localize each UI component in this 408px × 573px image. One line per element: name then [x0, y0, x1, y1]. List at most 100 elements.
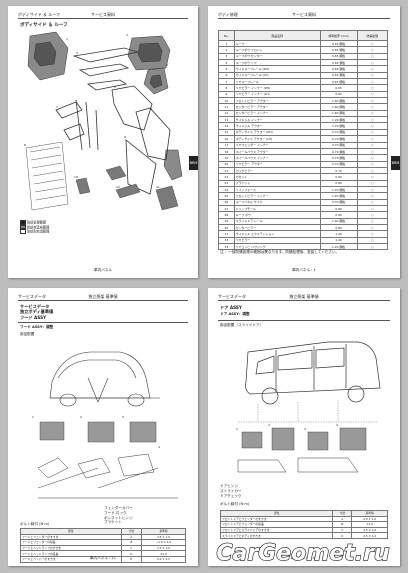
table-cell: ○	[356, 90, 388, 99]
header-rule	[218, 18, 390, 19]
table-cell: ○	[356, 71, 388, 80]
page-header-center: 独立懸架 基準値	[289, 294, 319, 299]
section-label: 部品配置	[20, 332, 35, 336]
page-header-center: サービス資料	[292, 12, 316, 17]
subtitle: ドア ASSY：調整	[220, 312, 250, 316]
page-header-left: ボディサイド ＆ ルーフ	[18, 12, 61, 17]
watermark-text: CarGeomet.ru	[216, 541, 389, 566]
page-header-left: ボディ修理	[218, 12, 238, 17]
table-cell: 0.65 鋼板	[319, 78, 358, 86]
page-header-center: 独立懸架 基準値	[88, 294, 118, 299]
svg-text:1: 1	[236, 427, 238, 431]
page-footer: 車内パネル・11	[89, 556, 117, 560]
subtitle: フード ASSY：調整	[20, 325, 54, 329]
page-title-block: サービスデータ 独立ボディ基準値 フード ASSY	[20, 304, 53, 320]
column-header: 防錆処理	[356, 30, 388, 41]
callout-list: フェンダーカバー フード ロック ボンネットヒンジ ブラケット	[104, 506, 133, 525]
table-cell: ○	[356, 97, 388, 105]
svg-text:6: 6	[150, 107, 152, 111]
table-cell: 0.65 鋼板	[319, 59, 358, 67]
page-footer: 車内パネル・41	[290, 556, 318, 560]
svg-text:2: 2	[268, 423, 270, 427]
table-cell: 0.65 鋼板	[319, 65, 358, 73]
header-rule	[18, 300, 188, 301]
table-cell: リヤルーフレール	[233, 78, 321, 86]
svg-text:8: 8	[24, 143, 26, 147]
svg-text:3: 3	[122, 415, 124, 419]
table-cell: D	[332, 532, 353, 539]
table-cell: ○	[356, 59, 388, 67]
table-cell: 1.60 鋼板	[319, 109, 358, 118]
title-line: フード ASSY	[20, 314, 47, 320]
callout: フード ロック	[104, 510, 127, 515]
header-rule	[18, 18, 188, 19]
callout: ブラケット	[104, 520, 122, 525]
table-cell: フロントピラー アウター	[233, 97, 321, 105]
callout-list: ドアヒンジ ストライカー ドアチェック	[220, 484, 242, 498]
section-title: ボディサイド ＆ ルーフ	[20, 23, 68, 28]
legend-caption: ボルト締付 (N·m)	[20, 522, 50, 526]
page-footer: 車内パネル・1	[292, 268, 316, 272]
table-cell: ○	[356, 84, 388, 92]
table-cell: ルーフボウ リヤ	[233, 59, 321, 67]
table-cell: ○	[356, 78, 388, 86]
svg-text:2: 2	[80, 415, 82, 419]
page-title: ドア ASSY	[220, 305, 242, 310]
table-cell: 5.0 ± 1.5	[141, 556, 186, 563]
table-cell: センターピラー アウター	[233, 103, 321, 111]
header-rule	[218, 300, 390, 301]
page-footer: 車内パネル	[94, 268, 112, 272]
svg-text:4: 4	[76, 51, 78, 55]
svg-text:7: 7	[56, 105, 58, 109]
legend-item: 防錆処理範囲	[20, 220, 49, 225]
table-cell: 33	[218, 242, 235, 251]
table-cell: 0.65 鋼板	[319, 71, 358, 80]
table-header-row: No. 部品名称 標準板厚 (mm) 防錆処理	[218, 30, 388, 41]
legend: 防錆処理範囲 防錆材塗布範囲 防錆剤充填範囲	[20, 220, 49, 234]
table-cell: 1.20 鋼板	[319, 242, 358, 251]
table-cell: リヤピラー インナー (LH)	[233, 90, 321, 99]
legend-item: 防錆剤充填範囲	[20, 229, 49, 234]
table-note: 注 ：一部防錆処理の範囲は異なります。防錆処理後、塗装してください。	[220, 250, 340, 254]
table-cell: サイドシル インナー	[233, 116, 321, 124]
legend-item: 防錆材塗布範囲	[20, 224, 49, 230]
table-cell: ○	[356, 242, 388, 251]
title-line: 独立ボディ基準値	[20, 309, 54, 315]
page-header-left: サービスデータ	[18, 294, 46, 299]
column-header: 標準板厚 (mm)	[319, 30, 358, 41]
callout: フェンダーカバー	[104, 506, 133, 510]
svg-text:5: 5	[114, 85, 116, 89]
legend-caption: ボルト締付 (N·m)	[220, 502, 250, 506]
title-line: サービスデータ	[20, 304, 50, 309]
svg-text:12: 12	[116, 185, 120, 189]
table-cell: ○	[356, 116, 388, 124]
svg-text:4: 4	[336, 423, 338, 427]
title-rule	[18, 322, 188, 323]
column-header: 部品名称	[233, 30, 321, 41]
table-cell: サイドルーフレール (RH)	[233, 65, 321, 73]
page-body-side-roof: ボディサイド ＆ ルーフ サービス資料 ボディサイド ＆ ルーフ	[8, 6, 198, 278]
callout: ドアチェック	[220, 493, 242, 498]
svg-text:10: 10	[74, 175, 78, 179]
svg-text:11: 11	[156, 185, 160, 189]
table-cell: ○	[356, 65, 388, 73]
table-cell: 1.20 鋼板	[319, 116, 358, 124]
svg-text:9: 9	[124, 135, 126, 139]
page-door-service-data: サービスデータ 独立懸架 基準値 ドア ASSY ドア ASSY：調整 部品配置…	[208, 288, 400, 566]
